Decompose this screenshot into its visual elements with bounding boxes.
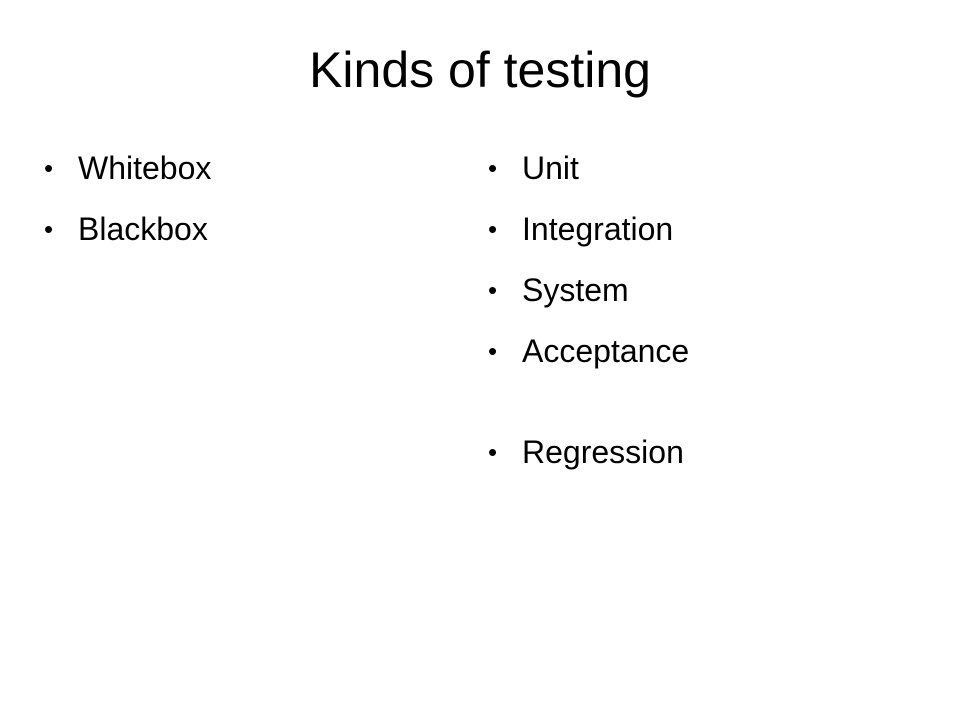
list-item-label: Acceptance [522, 333, 690, 369]
list-item: • Integration [488, 209, 908, 249]
bullet-icon: • [488, 336, 498, 366]
bullet-icon: • [44, 153, 54, 183]
bullet-icon: • [488, 275, 498, 305]
list-item-label: Regression [522, 434, 684, 470]
list-item: • System [488, 270, 908, 310]
list-item-label: Whitebox [78, 150, 212, 186]
list-item-label: System [522, 272, 629, 308]
list-item-label: Blackbox [78, 211, 208, 247]
bullet-icon: • [488, 153, 498, 183]
list-item: • Regression [488, 432, 908, 472]
bullet-icon: • [488, 214, 498, 244]
list-item: • Unit [488, 148, 908, 188]
bullet-list-right: • Unit • Integration • System • Acceptan… [488, 148, 908, 493]
list-item: • Whitebox [44, 148, 444, 188]
slide-title: Kinds of testing [309, 42, 651, 98]
list-item: • Blackbox [44, 209, 444, 249]
list-item: • Acceptance [488, 331, 908, 371]
bullet-list-left: • Whitebox • Blackbox [44, 148, 444, 270]
list-item-label: Integration [522, 211, 674, 247]
list-item-label: Unit [522, 150, 579, 186]
bullet-icon: • [44, 214, 54, 244]
bullet-icon: • [488, 437, 498, 467]
